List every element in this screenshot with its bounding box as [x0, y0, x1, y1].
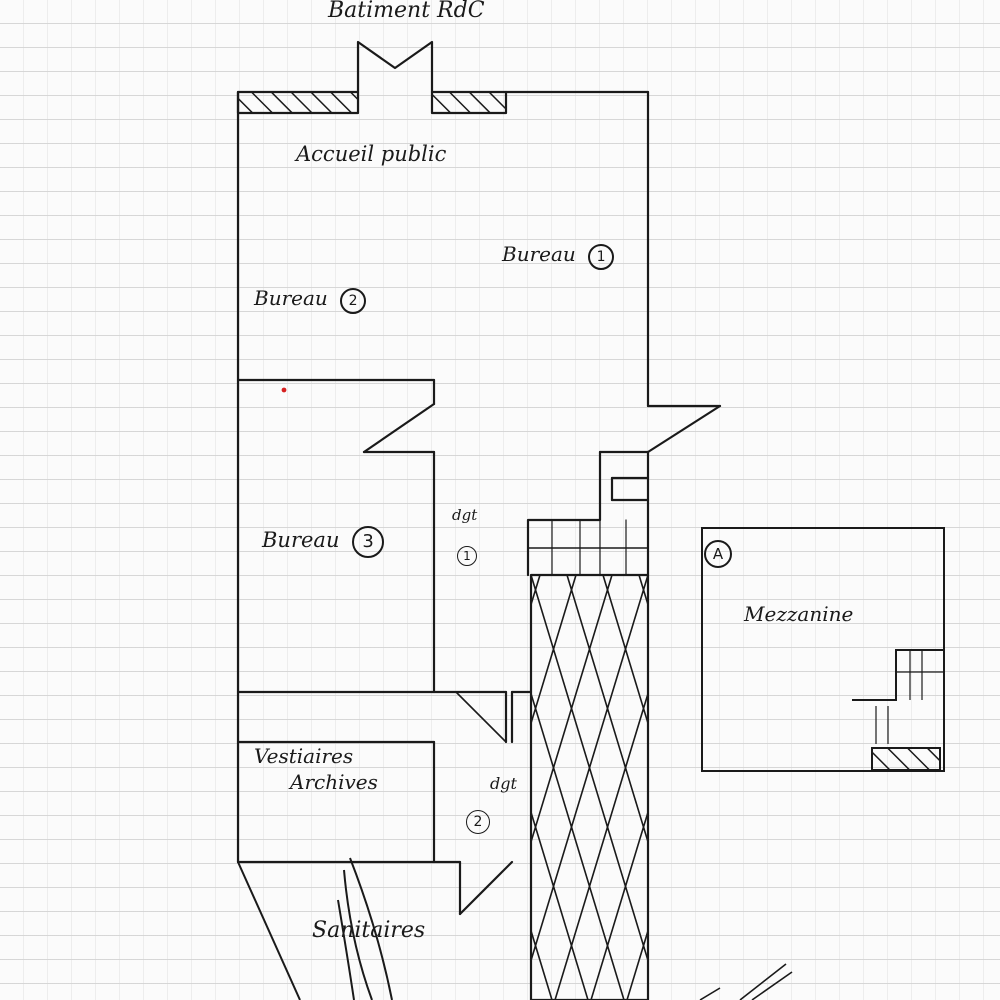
wall-hatch-left	[236, 90, 360, 115]
dgt1-marker: 1	[457, 546, 477, 566]
bureau1-number: 1	[588, 244, 615, 270]
bureau2-label: Bureau 2	[254, 286, 367, 314]
dgt2-number: 2	[466, 810, 490, 834]
red-dot	[281, 387, 287, 393]
dgt2-label: dgt	[490, 774, 517, 793]
bureau1-label: Bureau 1	[502, 242, 615, 270]
bureau3-label: Bureau 3	[262, 526, 385, 558]
bureau3-text: Bureau	[262, 528, 340, 552]
sanitaires-label: Sanitaires	[312, 918, 426, 943]
archives-label: Archives	[290, 770, 378, 794]
bureau3-number: 3	[352, 526, 385, 558]
bureau1-text: Bureau	[502, 242, 576, 266]
entrance-arrow	[356, 40, 434, 94]
bureau2-text: Bureau	[254, 286, 328, 310]
stairwell	[529, 573, 650, 1000]
bureau2-number: 2	[340, 288, 367, 314]
mezzanine-marker: A	[704, 540, 732, 568]
dgt1-label: dgt	[452, 506, 478, 524]
vestiaires-label: Vestiaires	[254, 744, 354, 768]
accueil-label: Accueil public	[296, 142, 447, 166]
wall-hatch-right	[430, 90, 508, 115]
dgt2-marker: 2	[466, 810, 490, 834]
stair-lattice	[531, 575, 648, 1000]
dgt1-number: 1	[457, 546, 477, 566]
sanitaires-strokes	[237, 857, 393, 1000]
mezzanine-letter: A	[704, 540, 732, 568]
page-title: Batiment RdC	[328, 0, 485, 23]
mezzanine-label: Mezzanine	[744, 602, 854, 626]
corner-slash-marks	[699, 963, 793, 1000]
